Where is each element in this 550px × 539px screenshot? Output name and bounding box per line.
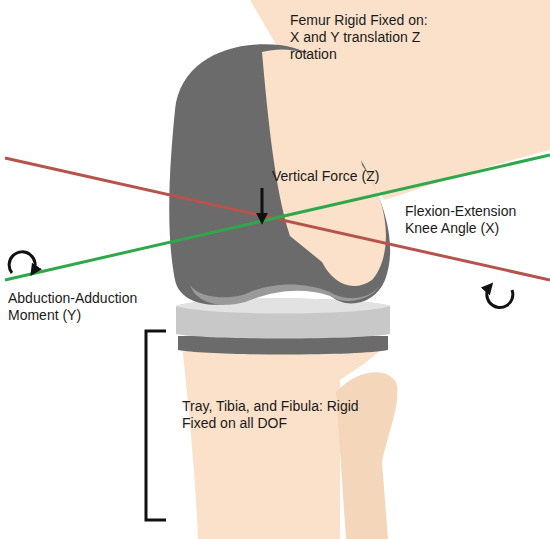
femur-label: Femur Rigid Fixed on: X and Y translatio…	[290, 12, 430, 63]
fibula	[336, 372, 397, 539]
bracket	[146, 331, 166, 520]
tibia-label: Tray, Tibia, and Fibula: Rigid Fixed on …	[182, 398, 360, 432]
rotation-arrow	[9, 252, 35, 273]
force-arrow	[261, 188, 264, 220]
rotation-arrow	[487, 286, 513, 308]
force-label: Vertical Force (Z)	[272, 168, 412, 185]
tray-insert	[176, 299, 390, 339]
axis-label: Flexion-Extension Knee Angle (X)	[405, 203, 533, 237]
moment-label: Abduction-Adduction Moment (Y)	[8, 290, 158, 324]
tray-base	[178, 336, 388, 355]
implant-rim	[190, 284, 380, 304]
femur-condyle	[262, 49, 386, 286]
y-axis-line	[5, 155, 550, 280]
